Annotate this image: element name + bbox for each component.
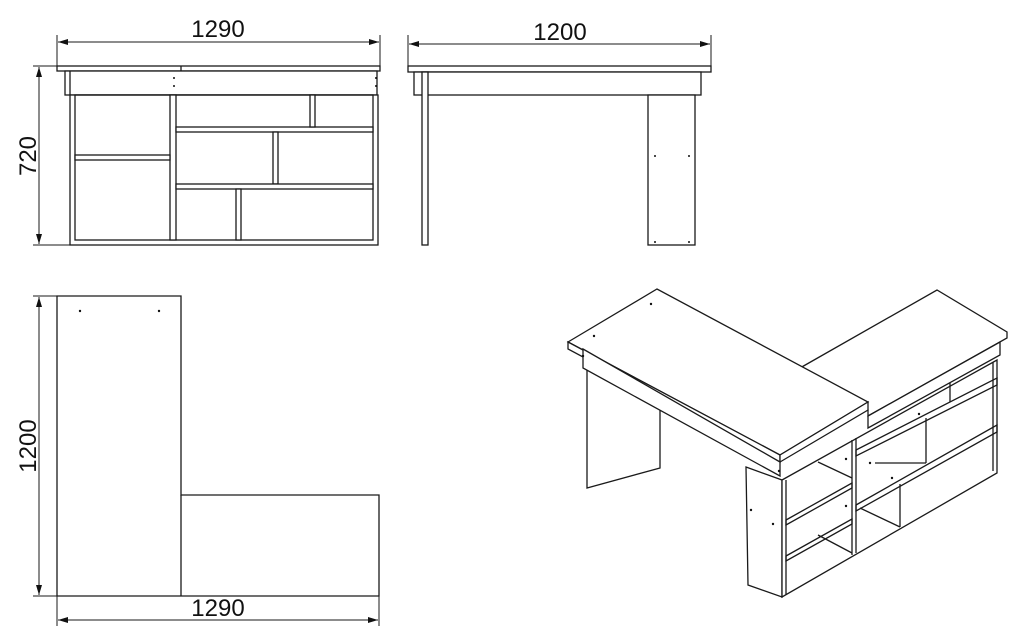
plan-depth-label: 1200 (15, 419, 42, 472)
front-height-label: 720 (15, 136, 42, 176)
side-view: 1200 (407, 19, 712, 246)
pedestal (745, 358, 998, 599)
apron (413, 71, 702, 96)
apron (64, 70, 378, 96)
l-shape-outline (56, 295, 380, 597)
apron (582, 347, 781, 478)
desktop (407, 65, 712, 73)
front-view: 1290 720 (15, 16, 381, 246)
side-width-label: 1200 (533, 19, 586, 46)
side-leg (421, 71, 429, 246)
front-width-label: 1290 (191, 16, 244, 43)
shelving-unit (69, 94, 379, 246)
desktop (56, 65, 381, 72)
plan-width-label: 1290 (191, 595, 244, 622)
pedestal-side (647, 94, 696, 246)
plan-view: 1200 1290 (15, 295, 380, 626)
isometric-view (566, 288, 1008, 599)
